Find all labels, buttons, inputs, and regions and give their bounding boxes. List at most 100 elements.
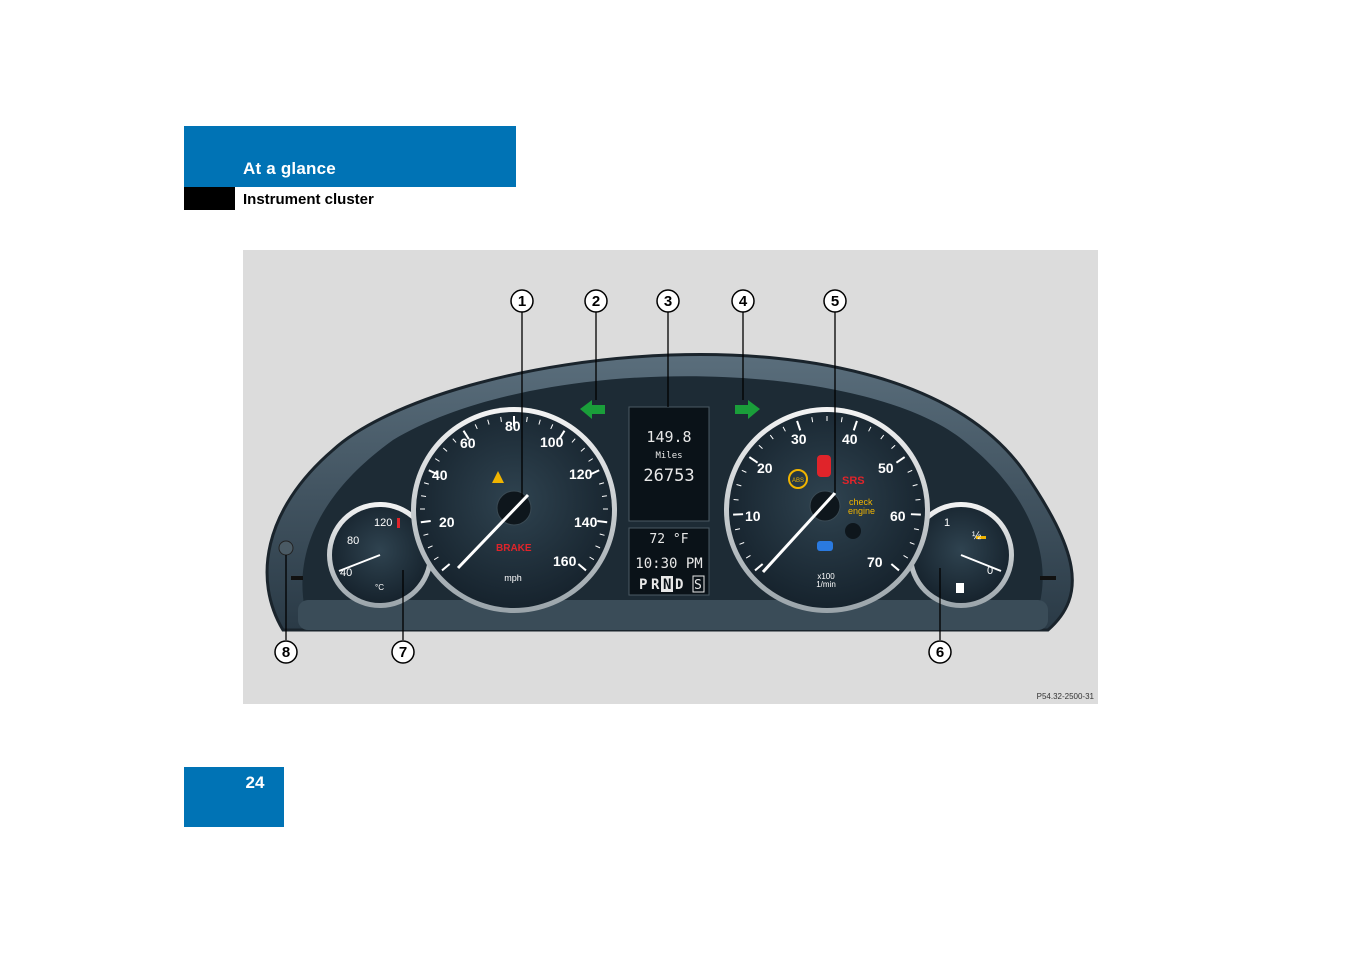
fuel-tick-full: 1	[944, 517, 950, 529]
figure-code: P54.32-2500-31	[1036, 692, 1094, 701]
speed-tick-60: 60	[460, 435, 476, 451]
reset-knob	[278, 540, 294, 556]
speed-tick-mark	[427, 545, 433, 549]
tach-tick-mark	[754, 563, 764, 572]
speed-tick-mark	[462, 430, 470, 440]
tach-tick-10: 10	[745, 508, 761, 524]
page-number: 24	[245, 773, 265, 792]
fuel-tick-empty: 0	[987, 565, 993, 577]
fuel-tick-half: ½	[972, 530, 981, 542]
tach-tick-mark	[739, 542, 745, 545]
fuel-gauge	[908, 502, 1014, 608]
section-header-bar	[184, 126, 516, 187]
speed-tick-mark	[452, 438, 457, 443]
srs-lamp-label: SRS	[842, 475, 865, 487]
instrument-cluster-illustration: 1 2 3 4 5 6 7 8 20 40 60 80 100 120 140 …	[265, 289, 1074, 664]
speed-tick-mark	[588, 458, 593, 462]
speed-tick-80: 80	[505, 418, 521, 434]
speedometer-needle	[456, 493, 530, 570]
speed-tick-mark	[571, 438, 576, 443]
speed-tick-mark	[420, 519, 431, 524]
callout-2: 2	[592, 293, 600, 310]
speed-tick-mark	[487, 419, 490, 425]
outside-temperature: 72 °F	[649, 532, 688, 547]
subsection-title: Instrument cluster	[243, 191, 374, 208]
tach-tick-mark	[741, 469, 747, 473]
tach-tick-mark	[733, 498, 739, 501]
callout-7: 7	[399, 644, 407, 661]
tach-tick-mark	[913, 528, 920, 531]
clock: 10:30 PM	[635, 556, 702, 572]
speed-tick-mark	[599, 533, 605, 536]
gear-s: S	[694, 578, 702, 593]
instrument-cluster-figure: 1 2 3 4 5 6 7 8 20 40 60 80 100 120 140 …	[243, 250, 1098, 704]
speed-tick-100: 100	[540, 434, 564, 450]
speed-tick-mark	[526, 416, 528, 422]
tach-tick-mark	[745, 555, 751, 559]
tach-tick-50: 50	[878, 460, 894, 476]
right-turn-signal-icon	[735, 400, 760, 419]
tachometer	[724, 407, 930, 613]
callout-3: 3	[664, 293, 672, 310]
cluster-bottom-rim	[298, 600, 1048, 630]
tach-tick-mark	[915, 498, 921, 501]
speed-tick-mark	[550, 424, 554, 430]
tach-tick-mark	[907, 469, 913, 473]
tach-tick-mark	[769, 434, 774, 440]
speed-tick-160: 160	[553, 553, 577, 569]
check-engine-line1: check	[849, 497, 873, 507]
tach-tick-30: 30	[791, 431, 807, 447]
coolant-tick-120: 120	[374, 517, 392, 529]
speed-tick-40: 40	[432, 467, 448, 483]
tach-tick-mark	[796, 420, 802, 431]
speed-tick-mark	[428, 469, 439, 476]
speed-tick-20: 20	[439, 514, 455, 530]
page-number-box: 24	[184, 767, 284, 827]
speed-tick-mark	[442, 447, 448, 452]
speed-tick-mark	[599, 482, 605, 485]
speed-tick-mark	[595, 545, 601, 549]
coolant-tick-40: 40	[340, 567, 352, 579]
speed-tick-mark	[589, 556, 595, 561]
coolant-unit: °C	[375, 583, 384, 592]
callout-6: 6	[936, 644, 944, 661]
seatbelt-lamp-icon	[817, 455, 831, 477]
speed-tick-mark	[577, 563, 587, 572]
gear-d: D	[675, 577, 683, 593]
gear-r: R	[651, 577, 660, 593]
speedometer	[411, 407, 617, 613]
coolant-gauge	[327, 502, 433, 608]
section-title: At a glance	[243, 159, 336, 178]
tach-tick-mark	[891, 444, 896, 450]
callout-circles	[274, 289, 952, 664]
tach-tick-mark	[734, 528, 741, 531]
low-beam-lamp-icon	[817, 541, 833, 551]
brake-lamp-label: BRAKE	[496, 543, 532, 554]
callout-8: 8	[282, 644, 290, 661]
tach-tick-mark	[748, 456, 759, 464]
tach-tick-mark	[852, 420, 858, 431]
callout-4: 4	[739, 293, 748, 310]
abs-lamp-label: ABS	[792, 478, 804, 484]
tach-tick-mark	[880, 434, 885, 440]
center-display-top	[628, 406, 710, 522]
speed-tick-mark	[500, 416, 502, 422]
tach-tick-mark	[903, 555, 909, 559]
speed-tick-mark	[421, 495, 427, 497]
callout-lines	[285, 312, 941, 640]
tach-tick-mark	[868, 426, 872, 432]
speed-tick-120: 120	[569, 466, 593, 482]
tach-tick-mark	[782, 426, 786, 432]
tach-unit-line1: x100	[817, 572, 835, 581]
speed-tick-mark	[423, 482, 429, 485]
speed-tick-mark	[423, 533, 429, 536]
coolant-tick-80: 80	[347, 535, 359, 547]
gear-n-selected: N	[663, 577, 671, 593]
callout-5: 5	[831, 293, 839, 310]
subsection-marker	[184, 187, 235, 210]
abs-lamp-icon	[788, 469, 808, 489]
tach-tick-60: 60	[890, 508, 906, 524]
odometer: 26753	[643, 466, 694, 486]
left-turn-signal-icon	[580, 400, 605, 419]
speed-tick-mark	[474, 424, 478, 430]
